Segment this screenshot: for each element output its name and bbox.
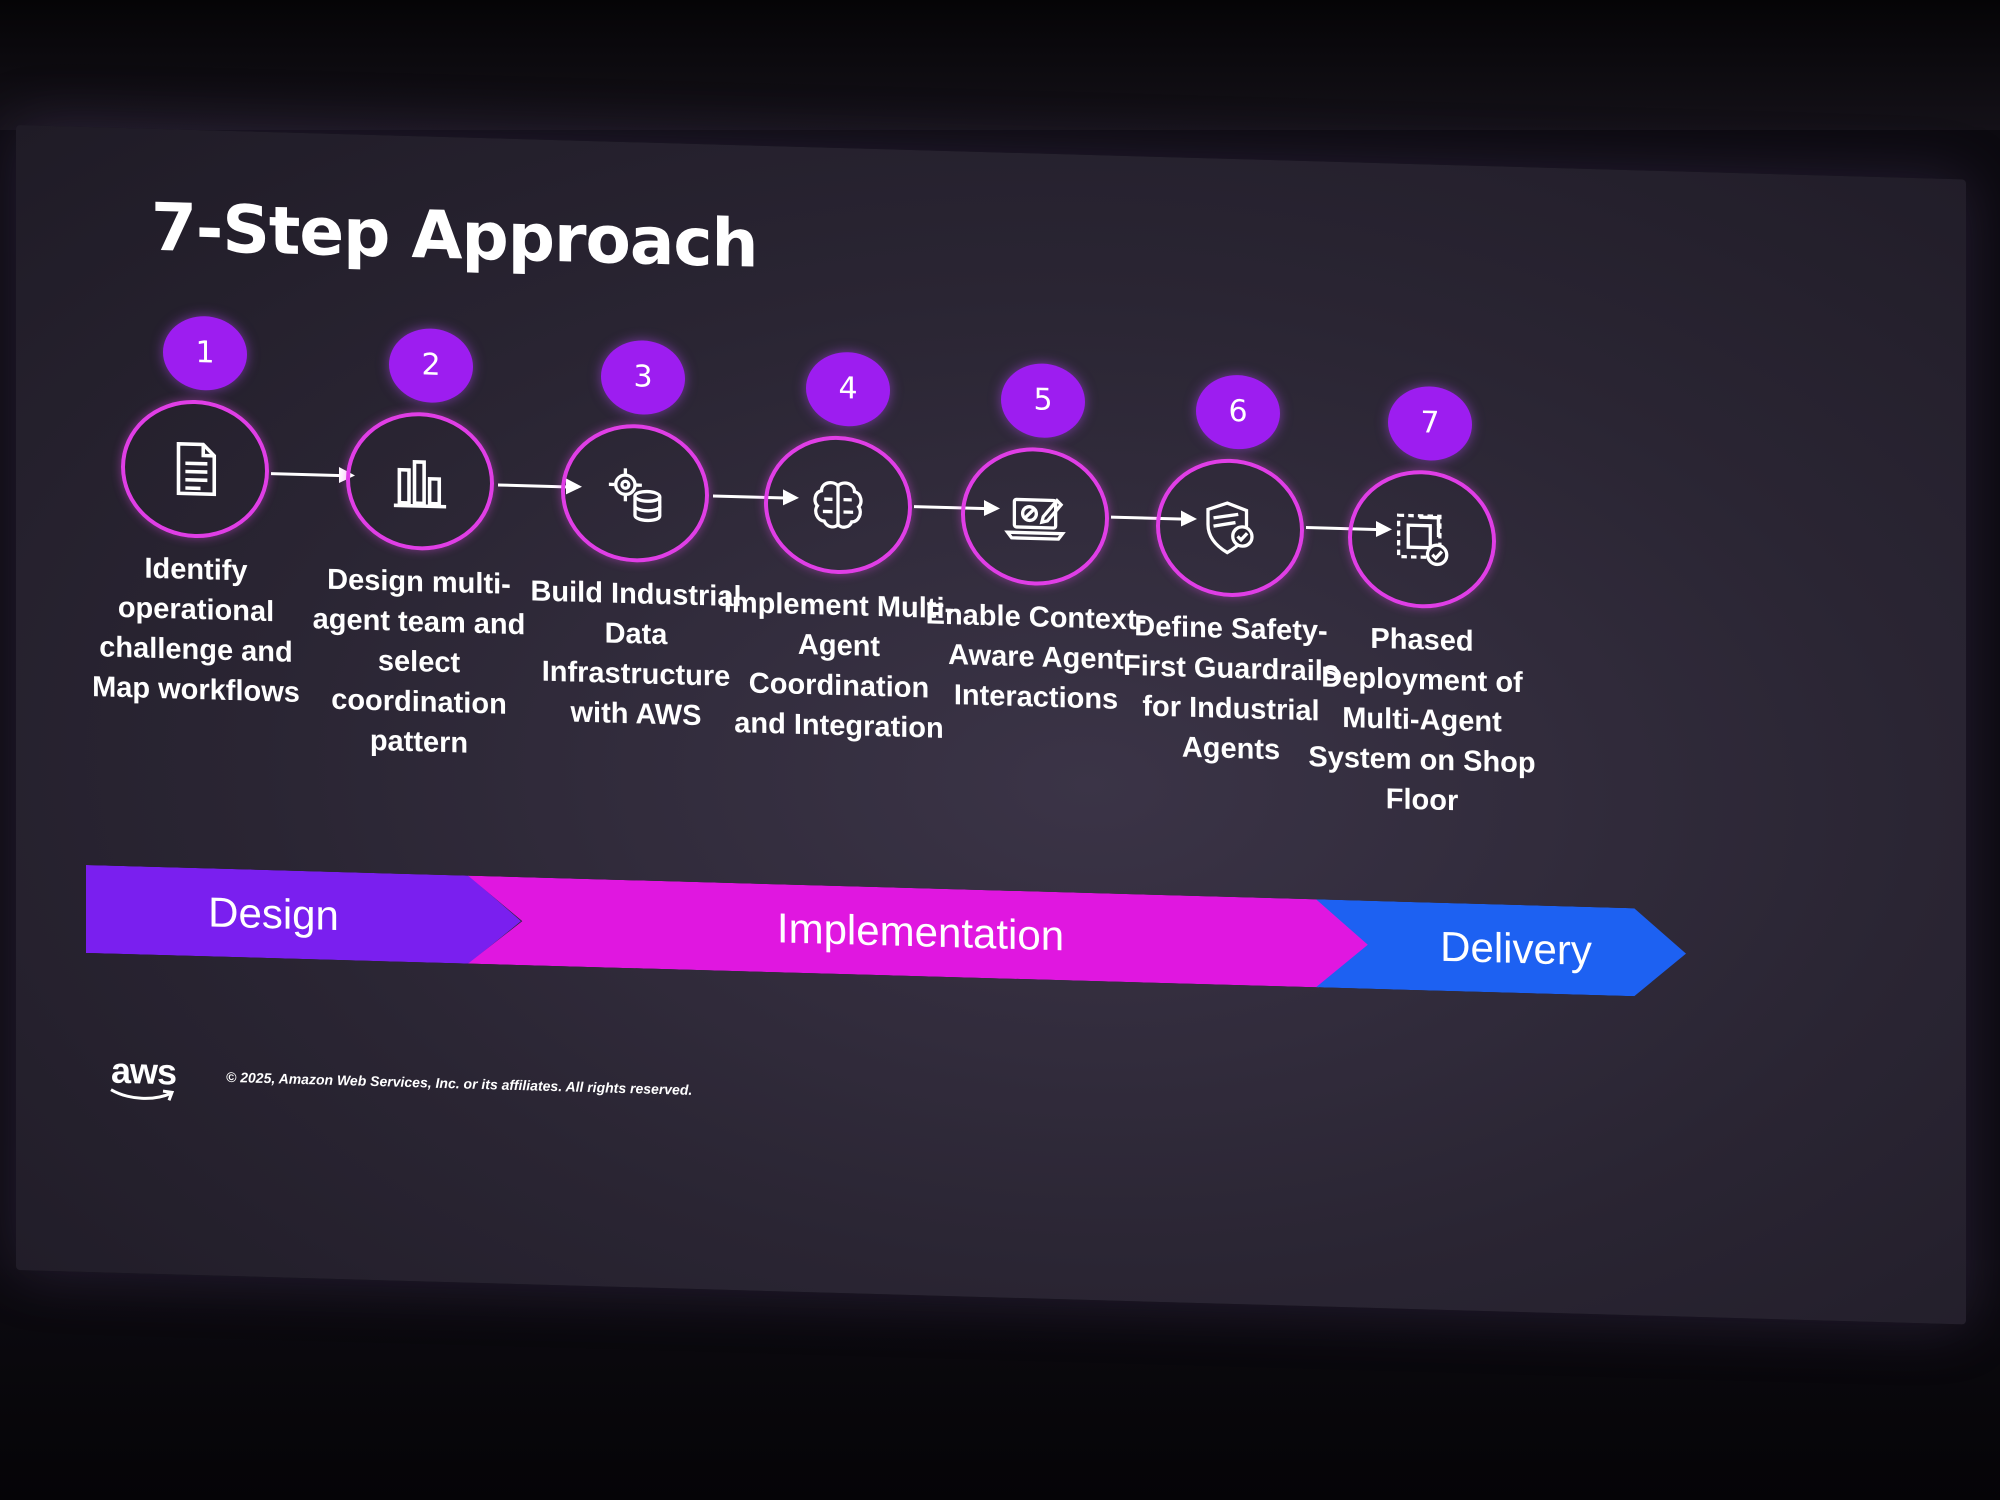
laptop-edit-icon [1004,497,1066,541]
shield-check-icon [1206,501,1254,555]
step-number-badge: 2 [389,327,473,404]
slide-title: 7-Step Approach [151,188,758,283]
document-icon [176,441,217,497]
step-icon-ring [1348,468,1496,611]
phase-label: Design [208,888,339,940]
step-label: Phased Deployment of Multi-Agent System … [1308,622,1536,818]
step-label: Identify operational challenge and Map w… [92,552,300,709]
step-number-badge: 4 [806,351,890,428]
deploy-check-icon [1396,513,1449,567]
step-icon-ring [764,433,912,577]
projection-screen: 7-Step Approach 1 Identify operational c… [16,125,1966,1325]
phase-label: Delivery [1440,922,1592,975]
aws-smile-icon [110,1088,175,1101]
phase-label: Implementation [776,904,1065,960]
copyright-text: © 2025, Amazon Web Services, Inc. or its… [226,1068,693,1098]
arrow-connector [271,472,351,478]
brain-icon [813,481,863,529]
step-number-badge: 3 [601,339,685,416]
step-number-badge: 1 [163,315,247,392]
step-icon-ring [346,410,494,553]
step-number-badge: 7 [1388,385,1472,462]
step-icon-ring [121,397,269,541]
bar-chart-icon [393,460,447,509]
phase-design: Design [86,865,521,965]
step-icon-ring [1156,456,1304,599]
step-number-badge: 5 [1001,362,1085,439]
room-ceiling [0,0,2000,130]
phase-delivery: Delivery [1316,899,1686,997]
step-icon-ring [961,445,1109,588]
step-icon-ring [561,422,709,565]
step-label: Design multi-agent team and select coord… [312,563,526,760]
phase-implementation: Implementation [468,876,1373,989]
gear-database-icon [608,468,662,523]
step-number-badge: 6 [1196,373,1280,451]
